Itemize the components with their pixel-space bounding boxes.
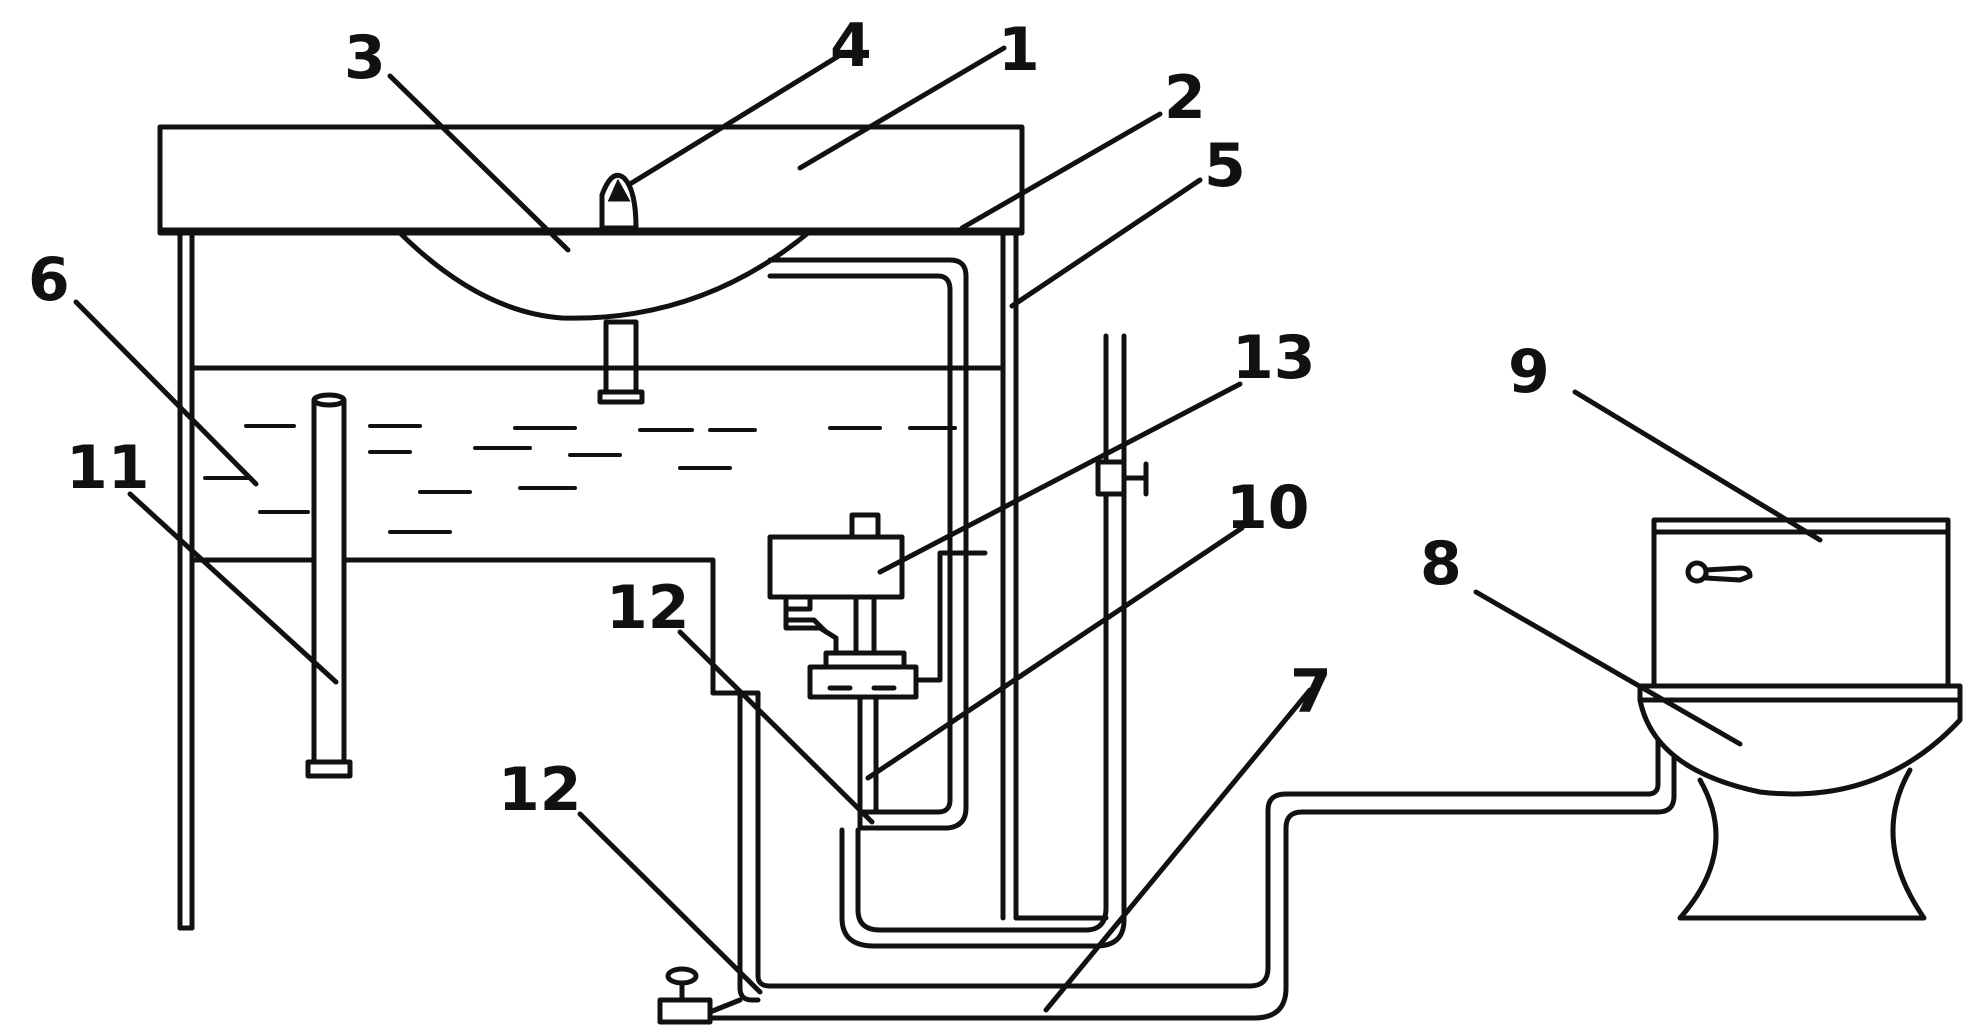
main-pipe	[707, 730, 1677, 1021]
callout-11: 11	[66, 433, 150, 503]
wall-pipe	[839, 333, 1127, 949]
toilet-tank	[1651, 517, 1951, 689]
callout-6: 6	[28, 245, 70, 315]
callout-8: 8	[1420, 529, 1462, 599]
callout-3: 3	[344, 23, 386, 93]
faucet	[599, 172, 639, 231]
overflow-pipe	[305, 392, 353, 779]
callout-1: 1	[998, 15, 1040, 85]
callout-10: 10	[1226, 473, 1310, 543]
water-surface-dashes	[203, 424, 957, 534]
callout-2: 2	[1164, 63, 1206, 133]
pump-outlet-pipe	[913, 550, 988, 683]
callout-labels: 1 2 3 4 5 6 7 8 9 10 11 12 12 13	[28, 11, 1550, 825]
bottom-valve	[657, 966, 743, 1025]
wall-valve	[1095, 459, 1149, 497]
callout-9: 9	[1508, 337, 1550, 407]
toilet-bowl	[1637, 683, 1963, 921]
callout-5: 5	[1204, 131, 1246, 201]
tank-drain-pipe	[710, 690, 1253, 1003]
supply-pipe	[767, 257, 969, 831]
leader-lines	[73, 45, 1823, 1013]
callout-7: 7	[1290, 657, 1332, 727]
callout-12-lower: 12	[498, 755, 582, 825]
wash-basin	[397, 230, 811, 405]
callout-4: 4	[830, 11, 872, 81]
callout-12-upper: 12	[606, 573, 690, 643]
callout-13: 13	[1232, 323, 1316, 393]
countertop	[157, 124, 1025, 236]
stand-frame	[177, 230, 1019, 931]
pump	[767, 512, 919, 700]
flush-handle-icon	[1685, 560, 1753, 584]
